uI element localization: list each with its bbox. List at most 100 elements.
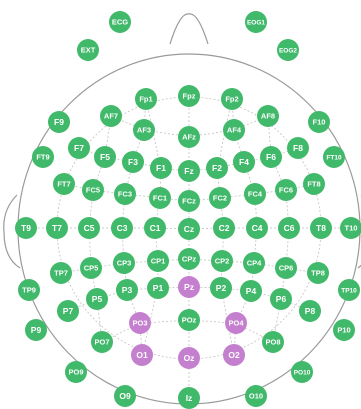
- electrode-ft9-label: FT9: [36, 153, 49, 162]
- electrode-ecg-label: ECG: [112, 18, 128, 27]
- electrode-t9-label: T9: [21, 223, 31, 233]
- electrode-cp5-label: CP5: [84, 264, 99, 273]
- electrode-f5-label: F5: [100, 152, 110, 162]
- electrode-o10: O10: [245, 385, 267, 407]
- electrode-fp1: Fp1: [135, 88, 157, 110]
- electrode-cp4-label: CP4: [247, 259, 262, 268]
- electrode-t9: T9: [15, 217, 37, 239]
- electrode-p8: P8: [299, 300, 321, 322]
- electrode-po8-label: PO8: [265, 338, 280, 347]
- electrode-cpz-label: CPz: [182, 255, 196, 264]
- electrode-f1-label: F1: [156, 163, 166, 173]
- electrode-tp7: TP7: [50, 262, 72, 284]
- electrode-f3-label: F3: [128, 157, 138, 167]
- electrode-p6-label: P6: [276, 294, 287, 304]
- electrode-fz: Fz: [178, 160, 200, 182]
- electrode-p9-label: P9: [31, 325, 42, 335]
- electrode-f7: F7: [68, 137, 90, 159]
- electrode-p8-label: P8: [305, 306, 316, 316]
- electrode-cp2: CP2: [211, 250, 233, 272]
- electrode-f4-label: F4: [239, 157, 249, 167]
- electrode-cz: Cz: [178, 218, 200, 240]
- electrode-o9-label: O9: [119, 391, 131, 401]
- electrode-cp3: CP3: [113, 252, 135, 274]
- electrode-fcz: FCz: [178, 190, 200, 212]
- electrode-tp10-label: TP10: [341, 287, 357, 294]
- electrode-cp6: CP6: [275, 257, 297, 279]
- electrode-eog2: EOG2: [277, 39, 299, 61]
- electrode-fpz-label: Fpz: [183, 92, 196, 101]
- electrode-af3-label: AF3: [137, 126, 151, 135]
- electrode-fz-label: Fz: [184, 166, 193, 176]
- electrode-fc1-label: FC1: [153, 194, 167, 203]
- electrode-fc5: FC5: [82, 179, 104, 201]
- electrode-ext-label: EXT: [81, 46, 96, 55]
- electrode-p3-label: P3: [122, 285, 133, 295]
- electrode-afz: AFz: [178, 126, 200, 148]
- electrode-ft8: FT8: [303, 173, 325, 195]
- electrode-fc2-label: FC2: [213, 194, 227, 203]
- electrode-fp1-label: Fp1: [139, 95, 152, 104]
- electrode-c3-label: C3: [117, 223, 128, 233]
- electrode-iz: Iz: [178, 387, 200, 409]
- electrode-fp2-label: Fp2: [225, 95, 238, 104]
- electrode-fc3-label: FC3: [118, 190, 132, 199]
- electrode-f2-label: F2: [212, 163, 222, 173]
- electrode-cpz: CPz: [178, 248, 200, 270]
- electrode-c1-label: C1: [150, 223, 161, 233]
- electrode-p4: P4: [240, 280, 262, 302]
- electrode-po9: PO9: [65, 361, 87, 383]
- electrode-p5: P5: [86, 288, 108, 310]
- electrode-po9-label: PO9: [68, 368, 83, 377]
- electrode-c3: C3: [111, 217, 133, 239]
- electrode-tp9-label: TP9: [22, 286, 36, 295]
- electrode-fpz: Fpz: [178, 85, 200, 107]
- electrode-afz-label: AFz: [182, 133, 196, 142]
- electrode-c1: C1: [144, 217, 166, 239]
- electrode-c4: C4: [246, 217, 268, 239]
- electrode-po7: PO7: [91, 331, 113, 353]
- electrode-t10-label: T10: [345, 224, 358, 233]
- electrode-layer: ECGEOG1EXTEOG2FpzFp1Fp2AF7AF8F9F10AF3AF4…: [15, 11, 361, 409]
- electrode-t7-label: T7: [52, 223, 62, 233]
- electrode-p3: P3: [116, 279, 138, 301]
- electrode-eog2-label: EOG2: [279, 47, 297, 54]
- electrode-af8-label: AF8: [261, 112, 275, 121]
- electrode-f5: F5: [94, 146, 116, 168]
- electrode-tp8-label: TP8: [311, 269, 325, 278]
- electrode-af7-label: AF7: [104, 112, 118, 121]
- electrode-c2: C2: [213, 217, 235, 239]
- electrode-pz: Pz: [178, 276, 200, 298]
- electrode-ft10-label: FT10: [326, 154, 342, 161]
- electrode-ft7: FT7: [53, 173, 75, 195]
- electrode-fc4-label: FC4: [248, 190, 263, 199]
- electrode-fc4: FC4: [244, 183, 266, 205]
- electrode-o2: O2: [223, 344, 245, 366]
- electrode-poz: POz: [178, 309, 200, 331]
- electrode-p2: P2: [210, 277, 232, 299]
- electrode-cp4: CP4: [243, 252, 265, 274]
- electrode-po4-label: PO4: [228, 319, 244, 328]
- electrode-po7-label: PO7: [94, 338, 109, 347]
- electrode-ft10: FT10: [323, 146, 345, 168]
- electrode-f6-label: F6: [266, 152, 276, 162]
- electrode-po8: PO8: [262, 331, 284, 353]
- electrode-po10: PO10: [291, 361, 313, 383]
- electrode-p9: P9: [25, 319, 47, 341]
- electrode-c5: C5: [78, 217, 100, 239]
- electrode-fc5-label: FC5: [86, 186, 100, 195]
- electrode-tp9: TP9: [18, 279, 40, 301]
- electrode-p1: P1: [147, 277, 169, 299]
- electrode-cp6-label: CP6: [279, 264, 294, 273]
- electrode-t8-label: T8: [316, 223, 326, 233]
- electrode-af7: AF7: [100, 105, 122, 127]
- electrode-f9: F9: [48, 111, 70, 133]
- electrode-af8: AF8: [257, 105, 279, 127]
- electrode-tp8: TP8: [307, 262, 329, 284]
- electrode-t8: T8: [310, 217, 332, 239]
- nose-outline: [170, 14, 208, 44]
- electrode-p7: P7: [57, 300, 79, 322]
- electrode-fc6-label: FC6: [279, 186, 293, 195]
